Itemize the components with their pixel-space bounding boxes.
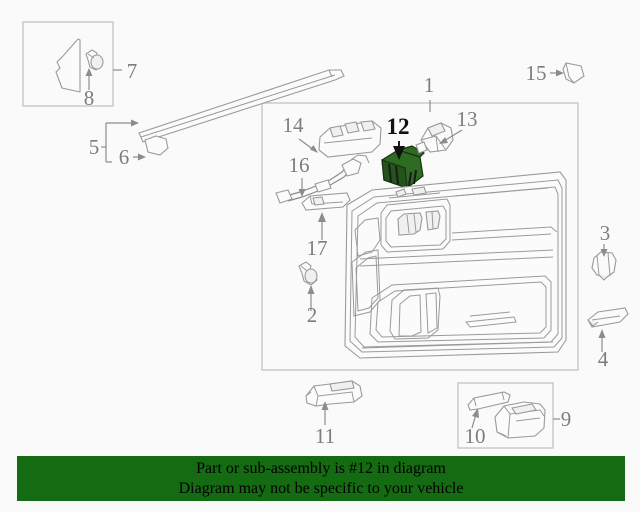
banner-line-primary: Part or sub-assembly is #12 in diagram xyxy=(196,459,446,477)
callout-label-11: 11 xyxy=(315,424,335,448)
leader-13 xyxy=(439,129,463,144)
callout-label-5: 5 xyxy=(89,135,100,159)
part-window-switch-13 xyxy=(415,122,454,154)
callout-label-13: 13 xyxy=(457,107,478,131)
part-push-pin-2 xyxy=(298,261,318,286)
leader-15 xyxy=(550,69,564,77)
callout-label-16: 16 xyxy=(289,153,310,177)
callout-label-2: 2 xyxy=(307,303,318,327)
part-strip-4 xyxy=(587,307,629,328)
callout-label-4: 4 xyxy=(598,347,609,371)
part-garnish-clip-8 xyxy=(85,49,104,71)
leader-8 xyxy=(85,68,93,90)
callout-label-17: 17 xyxy=(307,236,328,260)
part-weatherstrip-clip-6 xyxy=(144,135,169,156)
leader-3 xyxy=(600,244,608,257)
callout-label-7: 7 xyxy=(127,59,138,83)
callout-label-12: 12 xyxy=(387,114,410,139)
banner-line-secondary: Diagram may not be specific to your vehi… xyxy=(178,479,464,497)
callout-label-1: 1 xyxy=(424,73,435,97)
callout-label-8: 8 xyxy=(84,86,95,110)
part-door-trim-panel-1 xyxy=(344,171,567,359)
part-cap-15 xyxy=(562,62,585,84)
part-corner-garnish xyxy=(55,38,81,93)
part-armrest-9 xyxy=(494,401,546,439)
leader-4 xyxy=(598,329,606,352)
leader-2 xyxy=(307,285,315,311)
callout-label-9: 9 xyxy=(561,407,572,431)
callout-label-3: 3 xyxy=(600,221,611,245)
info-banner: Part or sub-assembly is #12 in diagram D… xyxy=(17,456,625,501)
leader-11 xyxy=(321,401,329,425)
leader-17 xyxy=(318,212,326,240)
leader-6 xyxy=(133,153,146,161)
part-master-switch-14 xyxy=(318,120,382,158)
callout-label-6: 6 xyxy=(119,145,130,169)
leader-14 xyxy=(298,138,318,153)
part-pull-rod-10 xyxy=(467,391,511,411)
part-trim-strip-17 xyxy=(301,192,351,211)
leader-5-bracket xyxy=(101,119,139,163)
leader-12 xyxy=(393,141,405,160)
callout-label-15: 15 xyxy=(526,61,547,85)
leader-16 xyxy=(298,178,306,197)
part-belt-weatherstrip-5 xyxy=(138,69,345,143)
callout-label-14: 14 xyxy=(283,113,305,137)
leader-10 xyxy=(471,408,479,429)
part-inside-handle-11 xyxy=(305,380,363,407)
callout-label-10: 10 xyxy=(465,424,486,448)
